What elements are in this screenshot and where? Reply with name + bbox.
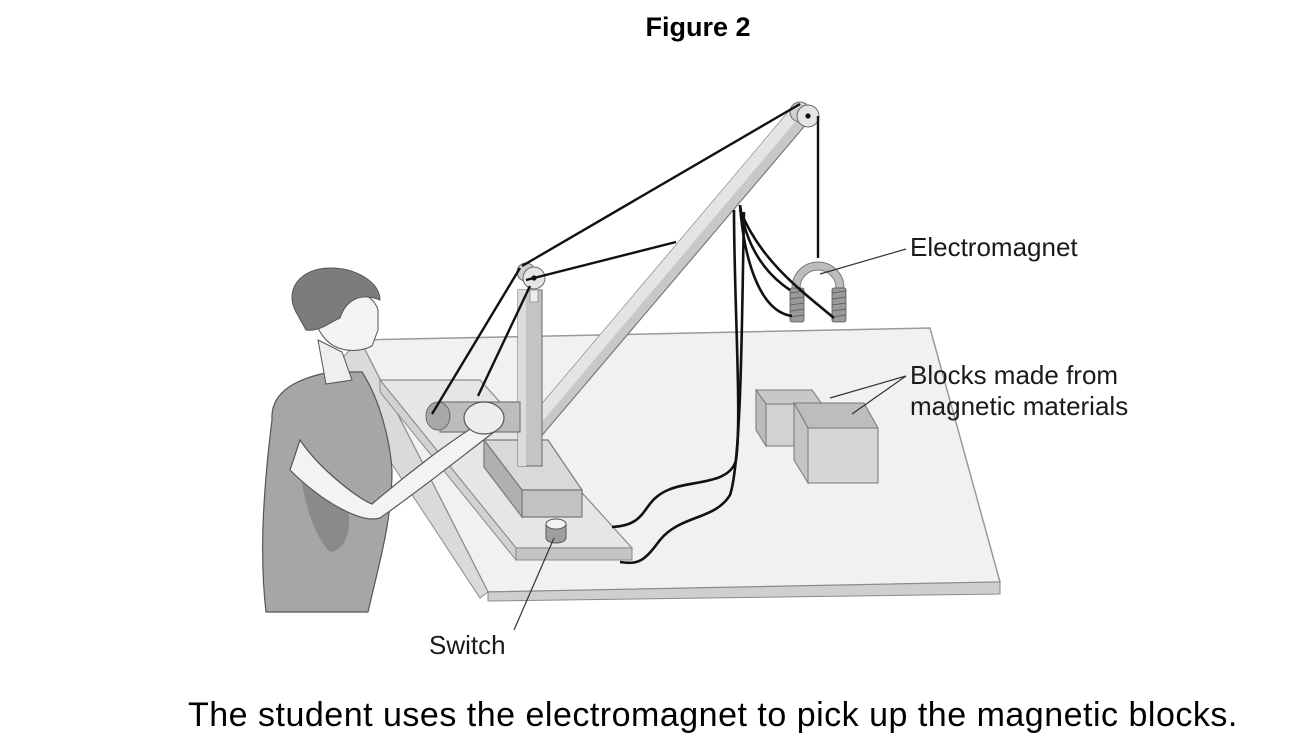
coil-right (831, 287, 847, 323)
electromagnet (789, 261, 847, 323)
table-front-edge (487, 581, 1001, 602)
crane-illustration (262, 101, 1001, 631)
coil-wires (611, 204, 835, 565)
block-front (793, 401, 879, 485)
label-switch: Switch (429, 630, 506, 660)
following-paragraph: The student uses the electromagnet to pi… (188, 696, 1238, 734)
magnetic-blocks (755, 388, 879, 485)
crane-cables (430, 102, 820, 415)
label-blocks-line1: Blocks made from (910, 360, 1119, 390)
coil-left (789, 287, 805, 323)
student (262, 267, 505, 613)
figure-title: Figure 2 (645, 12, 751, 42)
crane-mast (517, 289, 543, 467)
label-electromagnet: Electromagnet (910, 232, 1078, 262)
label-blocks: Blocks made from magnetic materials (910, 360, 1128, 422)
label-blocks-line2: magnetic materials (910, 391, 1129, 421)
switch (545, 518, 567, 544)
label-leaders (513, 248, 907, 631)
